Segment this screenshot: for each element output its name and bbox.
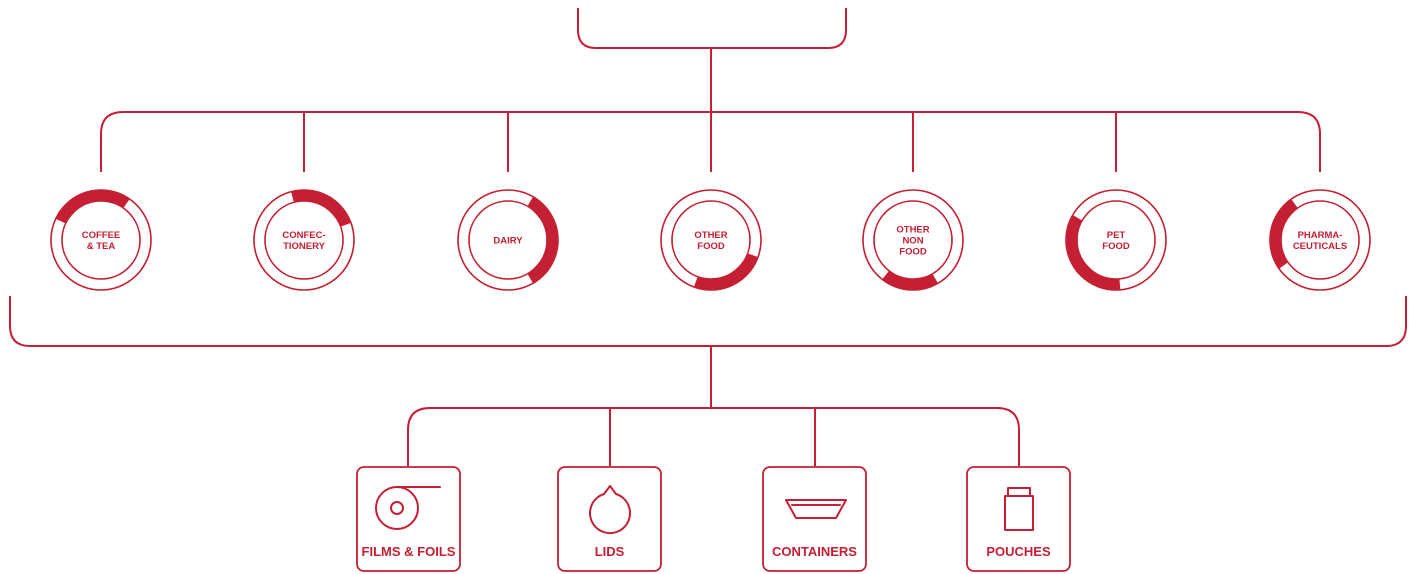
product-box xyxy=(966,466,1071,572)
product-box xyxy=(557,466,662,572)
segment-share-arc xyxy=(527,196,559,284)
segment-label-line: TIONERY xyxy=(283,241,326,252)
segment-share-arc xyxy=(693,253,759,291)
segment-label-line: PET xyxy=(1107,230,1126,241)
container-tray-icon xyxy=(785,499,847,519)
segment-share-arc xyxy=(1065,214,1121,291)
bottom-connectors xyxy=(9,296,1407,466)
segment-inner-circle xyxy=(468,200,548,280)
product-lids: LIDS xyxy=(557,466,662,572)
product-label: CONTAINERS xyxy=(772,544,857,559)
segment-label-line: CONFEC- xyxy=(282,230,325,241)
product-films-foils: FILMS & FOILS xyxy=(356,466,461,572)
segment-label-line: FOOD xyxy=(899,247,927,258)
segment-label-line: DAIRY xyxy=(493,236,523,247)
product-label: LIDS xyxy=(595,544,625,559)
top-bracket xyxy=(577,8,847,49)
segment-share-arc xyxy=(55,189,130,224)
segment-inner-circle xyxy=(1076,200,1156,280)
segment-label-line: NON xyxy=(902,236,923,247)
segment-pharmaceuticals: PHARMA-CEUTICALS xyxy=(1269,189,1371,291)
segment-coffee-tea: COFFEE& TEA xyxy=(50,189,152,291)
segment-inner-circle xyxy=(873,200,953,280)
product-label: POUCHES xyxy=(986,544,1051,559)
segment-inner-circle xyxy=(61,200,141,280)
top-connectors xyxy=(100,8,1321,172)
lid-icon xyxy=(589,485,631,534)
segment-label-line: OTHER xyxy=(694,230,727,241)
segment-label-line: FOOD xyxy=(697,241,725,252)
segment-label-line: COFFEE xyxy=(82,230,121,241)
segment-inner-circle xyxy=(671,200,751,280)
segment-share-arc xyxy=(1269,198,1298,269)
segment-label-line: OTHER xyxy=(896,225,929,236)
segment-inner-circle xyxy=(1280,200,1360,280)
product-pouches: POUCHES xyxy=(966,466,1071,572)
segment-label-line: FOOD xyxy=(1102,241,1130,252)
product-containers: CONTAINERS xyxy=(762,466,867,572)
segment-inner-circle xyxy=(264,200,344,280)
segment-label-line: PHARMA- xyxy=(1298,230,1343,241)
segment-label-line: & TEA xyxy=(87,241,116,252)
pouch-icon xyxy=(1004,487,1034,531)
segments-bracket xyxy=(9,296,1407,347)
film-roll-icon xyxy=(375,486,441,530)
segment-confectionery: CONFEC-TIONERY xyxy=(253,189,355,291)
product-bar xyxy=(407,407,1020,466)
product-label: FILMS & FOILS xyxy=(362,544,456,559)
segment-dairy: DAIRY xyxy=(457,189,559,291)
segment-label-line: CEUTICALS xyxy=(1293,241,1347,252)
